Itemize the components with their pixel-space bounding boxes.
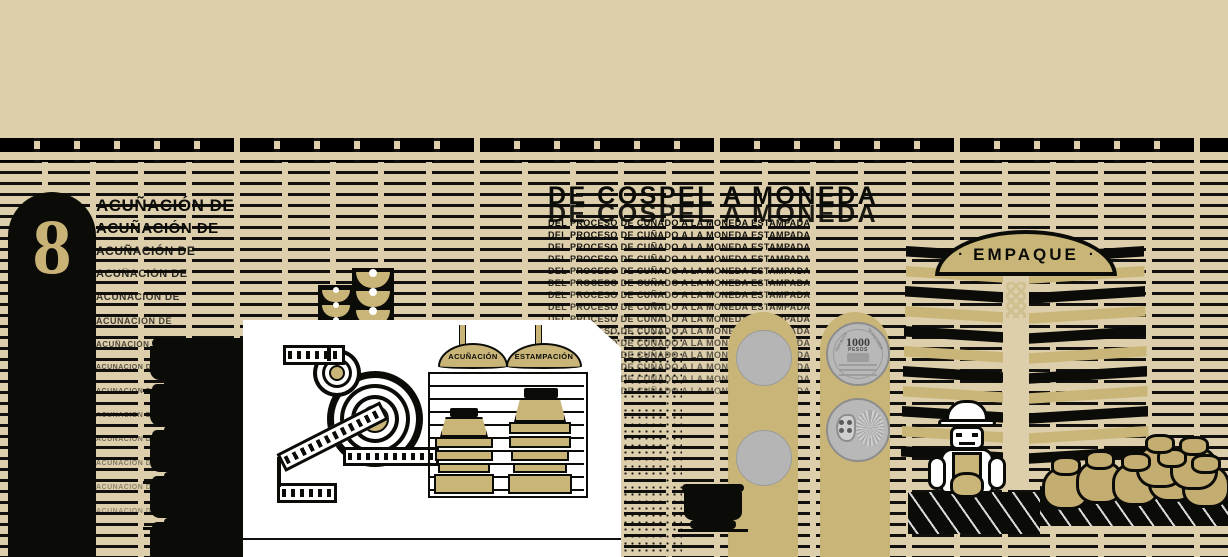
rolling-mill (276, 341, 439, 503)
banner-acunacion-label: ACUÑACIÓN (448, 351, 498, 361)
conveyor-belt-right (343, 447, 439, 466)
title-sub-echo: DEL PROCESO DE CUÑADO A LA MONEDA ESTAMP… (548, 254, 811, 264)
money-bag-tie (1085, 450, 1115, 470)
money-bag-tie (1191, 454, 1221, 474)
cospel-blank-face (736, 430, 792, 486)
title-sub-echo: DEL PROCESO DE CUÑADO A LA MONEDA ESTAMP… (548, 290, 811, 300)
panel-baseline (243, 538, 621, 540)
mint-worker (928, 400, 1006, 510)
section-heading-echo-line: ACUÑACIÓN DE (96, 220, 219, 237)
title-sub: DEL PROCESO DE CUÑADO A LA MONEDA ESTAMP… (548, 218, 811, 228)
section-number: 8 (32, 203, 72, 290)
title-sub-echo: DEL PROCESO DE CUÑADO A LA MONEDA ESTAMP… (548, 266, 811, 276)
empaque-pillar-texture (1006, 282, 1026, 318)
section-heading-echo-line: ACUÑACIÓN DE (96, 268, 188, 280)
money-bag-tie (1121, 452, 1151, 472)
money-bag-group (1040, 432, 1228, 510)
coin-face-reverse-motif (826, 398, 890, 462)
title-sub-echo: DEL PROCESO DE CUÑADO A LA MONEDA ESTAMP… (548, 278, 811, 288)
section-heading-echo-line: ACUÑACIÓN DE (96, 244, 196, 258)
title-sub-echo: DEL PROCESO DE CUÑADO A LA MONEDA ESTAMP… (548, 302, 811, 312)
money-bag-tie (1145, 434, 1175, 454)
worker-face (950, 426, 984, 450)
conveyor-belt-bottom (277, 483, 337, 503)
section-heading-echo-line: ACUÑACIÓN DE (96, 292, 180, 303)
section-heading-echo-line: ACUÑACIÓN DE (96, 196, 235, 215)
money-bag-tie (1051, 456, 1081, 476)
title-sub-echo: DEL PROCESO DE CUÑADO A LA MONEDA ESTAMP… (548, 230, 811, 240)
banner-estampacion-label: ESTAMPACIÓN (514, 351, 574, 361)
press-estampacion (506, 388, 574, 494)
press-acunacion (432, 408, 496, 494)
cospel-blank-face (736, 330, 792, 386)
coin-face-1000-pesos: 1000 PESOS REPUBLICA DE COLOMBIA (826, 322, 890, 386)
title-sub-echo: DEL PROCESO DE CUÑADO A LA MONEDA ESTAMP… (548, 242, 811, 252)
scanline-texture-dense (0, 138, 1228, 162)
worker-money-bag (950, 472, 984, 498)
money-bag-tie (1179, 436, 1209, 456)
conveyor-belt-top (283, 345, 345, 365)
empaque-label: EMPAQUE (973, 245, 1079, 264)
mine-cart-center (678, 478, 748, 540)
